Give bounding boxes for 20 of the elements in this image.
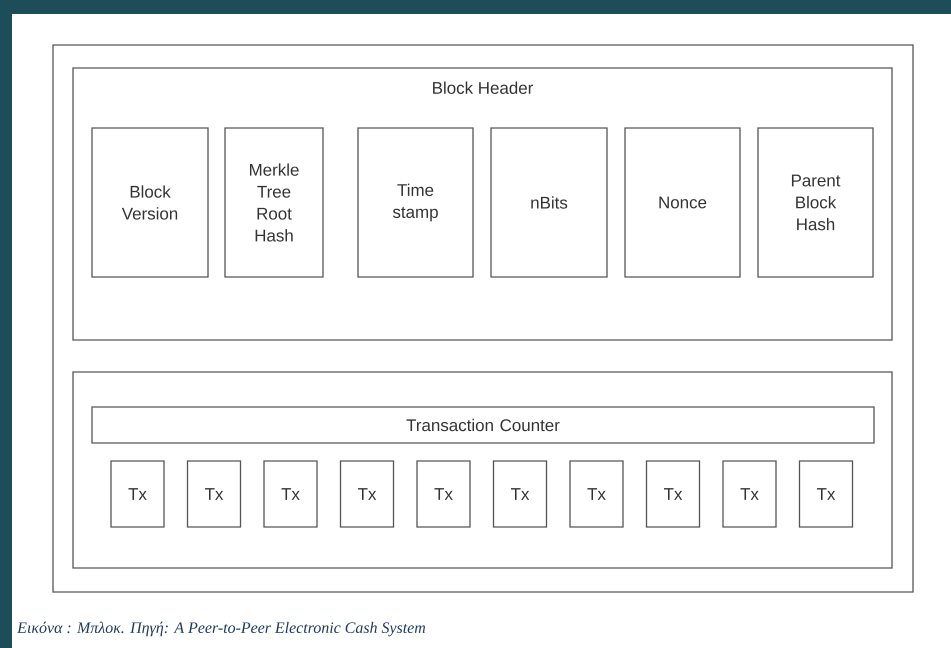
field-box: Tx bbox=[340, 460, 394, 528]
field-box: Time stamp bbox=[357, 127, 474, 278]
container-box bbox=[72, 371, 893, 569]
field-box: Tx bbox=[722, 460, 777, 528]
field-box: Block Version bbox=[91, 127, 209, 278]
field-box: Merkle Tree Root Hash bbox=[224, 127, 324, 278]
field-box: Transaction Counter bbox=[91, 406, 875, 444]
field-box: Tx bbox=[416, 460, 471, 528]
field-box: Tx bbox=[569, 460, 624, 528]
field-box: Nonce bbox=[624, 127, 741, 278]
field-box: Tx bbox=[646, 460, 700, 528]
field-box: Tx bbox=[492, 460, 548, 528]
field-box: Tx bbox=[110, 460, 165, 528]
container-box bbox=[52, 44, 914, 593]
field-box: Tx bbox=[798, 460, 854, 528]
field-box: Tx bbox=[263, 460, 318, 528]
field-box: nBits bbox=[490, 127, 608, 278]
caption: Εικόνα : Μπλοκ. Πηγή: A Peer-to-Peer Electronic Cash System bbox=[17, 622, 426, 636]
field-box: Tx bbox=[186, 460, 242, 528]
field-box: Parent Block Hash bbox=[757, 127, 874, 278]
